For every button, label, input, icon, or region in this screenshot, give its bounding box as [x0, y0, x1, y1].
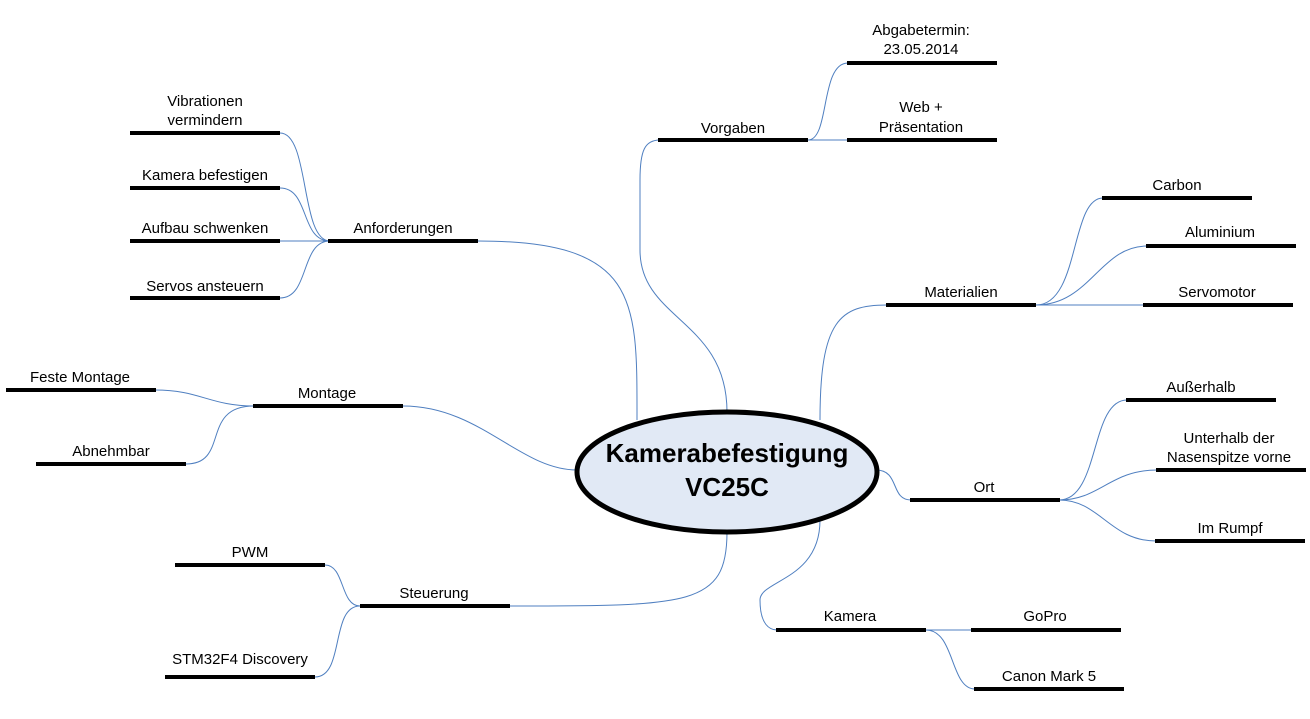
link-center-anforderungen [477, 240, 638, 421]
label-servomotor: Servomotor [1178, 284, 1256, 301]
node-canon[interactable]: Canon Mark 5 [974, 668, 1124, 691]
link-anf-kamera [279, 187, 331, 242]
branch-anforderungen[interactable]: Anforderungen [328, 220, 478, 243]
center-node[interactable]: Kamerabefestigung VC25C [574, 409, 880, 535]
label-canon: Canon Mark 5 [1002, 668, 1096, 685]
branch-materialien[interactable]: Materialien [886, 284, 1036, 307]
label-materialien: Materialien [924, 284, 997, 301]
node-im-rumpf[interactable]: Im Rumpf [1155, 520, 1305, 543]
label-web-line2: Präsentation [879, 119, 963, 136]
label-ausserhalb: Außerhalb [1166, 379, 1235, 396]
center-title-line2: VC25C [685, 472, 769, 502]
link-center-vorgaben [639, 139, 728, 413]
node-abgabetermin[interactable]: Abgabetermin: 23.05.2014 [847, 22, 997, 65]
branch-vorgaben[interactable]: Vorgaben [658, 120, 808, 142]
link-montage-abnehmbar [185, 405, 255, 465]
label-feste-montage: Feste Montage [30, 369, 130, 386]
node-gopro[interactable]: GoPro [971, 608, 1121, 632]
label-aluminium: Aluminium [1185, 224, 1255, 241]
label-web-line1: Web + [899, 99, 943, 116]
node-stm32[interactable]: STM32F4 Discovery [165, 651, 315, 679]
link-center-ort [875, 469, 912, 501]
link-mat-aluminium [1035, 245, 1148, 306]
node-aluminium[interactable]: Aluminium [1146, 224, 1296, 248]
node-feste-montage[interactable]: Feste Montage [6, 369, 156, 392]
branch-montage[interactable]: Montage [253, 385, 403, 408]
label-ort: Ort [974, 479, 996, 496]
label-im-rumpf: Im Rumpf [1197, 520, 1263, 537]
link-anf-servos [279, 240, 331, 299]
label-abgabetermin-line1: Abgabetermin: [872, 22, 970, 39]
branch-ort[interactable]: Ort [910, 479, 1060, 502]
node-vibrationen[interactable]: Vibrationen vermindern [130, 93, 280, 135]
branch-steuerung[interactable]: Steuerung [360, 585, 510, 608]
node-pwm[interactable]: PWM [175, 544, 325, 567]
node-carbon[interactable]: Carbon [1102, 177, 1252, 200]
label-pwm: PWM [232, 544, 269, 561]
label-unterhalb-line2: Nasenspitze vorne [1167, 449, 1291, 466]
center-title-line1: Kamerabefestigung [606, 438, 849, 468]
node-kamera-befestigen[interactable]: Kamera befestigen [130, 167, 280, 190]
link-ort-unterhalb [1058, 469, 1158, 501]
label-carbon: Carbon [1152, 177, 1201, 194]
link-montage-feste [154, 389, 255, 407]
label-steuerung: Steuerung [399, 585, 468, 602]
link-center-steuerung [509, 531, 728, 607]
label-vorgaben: Vorgaben [701, 120, 765, 137]
connectors [154, 62, 1158, 690]
node-ausserhalb[interactable]: Außerhalb [1126, 379, 1276, 402]
node-unterhalb[interactable]: Unterhalb der Nasenspitze vorne [1156, 430, 1306, 472]
node-web-praesentation[interactable]: Web + Präsentation [847, 99, 997, 142]
link-vorgaben-abgabe [807, 62, 849, 141]
node-abnehmbar[interactable]: Abnehmbar [36, 443, 186, 466]
label-unterhalb-line1: Unterhalb der [1184, 430, 1275, 447]
link-steuerung-pwm [324, 564, 361, 607]
label-montage: Montage [298, 385, 356, 402]
link-center-kamera [759, 519, 821, 631]
label-vibrationen-line1: Vibrationen [167, 93, 243, 110]
center-ellipse [574, 409, 880, 535]
label-kamera: Kamera [824, 608, 877, 625]
label-abnehmbar: Abnehmbar [72, 443, 150, 460]
label-abgabetermin-line2: 23.05.2014 [883, 41, 958, 58]
branch-kamera[interactable]: Kamera [776, 608, 926, 632]
link-center-materialien [819, 304, 888, 421]
label-anforderungen: Anforderungen [353, 220, 452, 237]
link-mat-carbon [1035, 197, 1104, 306]
node-aufbau-schwenken[interactable]: Aufbau schwenken [130, 220, 280, 243]
label-kamera-befestigen: Kamera befestigen [142, 167, 268, 184]
label-gopro: GoPro [1023, 608, 1066, 625]
link-ort-ausserhalb [1058, 399, 1128, 501]
label-stm32: STM32F4 Discovery [172, 651, 308, 668]
link-ort-rumpf [1058, 499, 1157, 542]
link-kamera-canon [925, 629, 976, 690]
label-vibrationen-line2: vermindern [167, 112, 242, 129]
link-anf-vibrationen [279, 132, 331, 242]
node-servomotor[interactable]: Servomotor [1143, 284, 1293, 307]
label-servos-ansteuern: Servos ansteuern [146, 278, 264, 295]
label-aufbau-schwenken: Aufbau schwenken [142, 220, 269, 237]
node-servos-ansteuern[interactable]: Servos ansteuern [130, 278, 280, 300]
link-steuerung-stm32 [314, 605, 361, 678]
link-center-montage [402, 405, 578, 471]
